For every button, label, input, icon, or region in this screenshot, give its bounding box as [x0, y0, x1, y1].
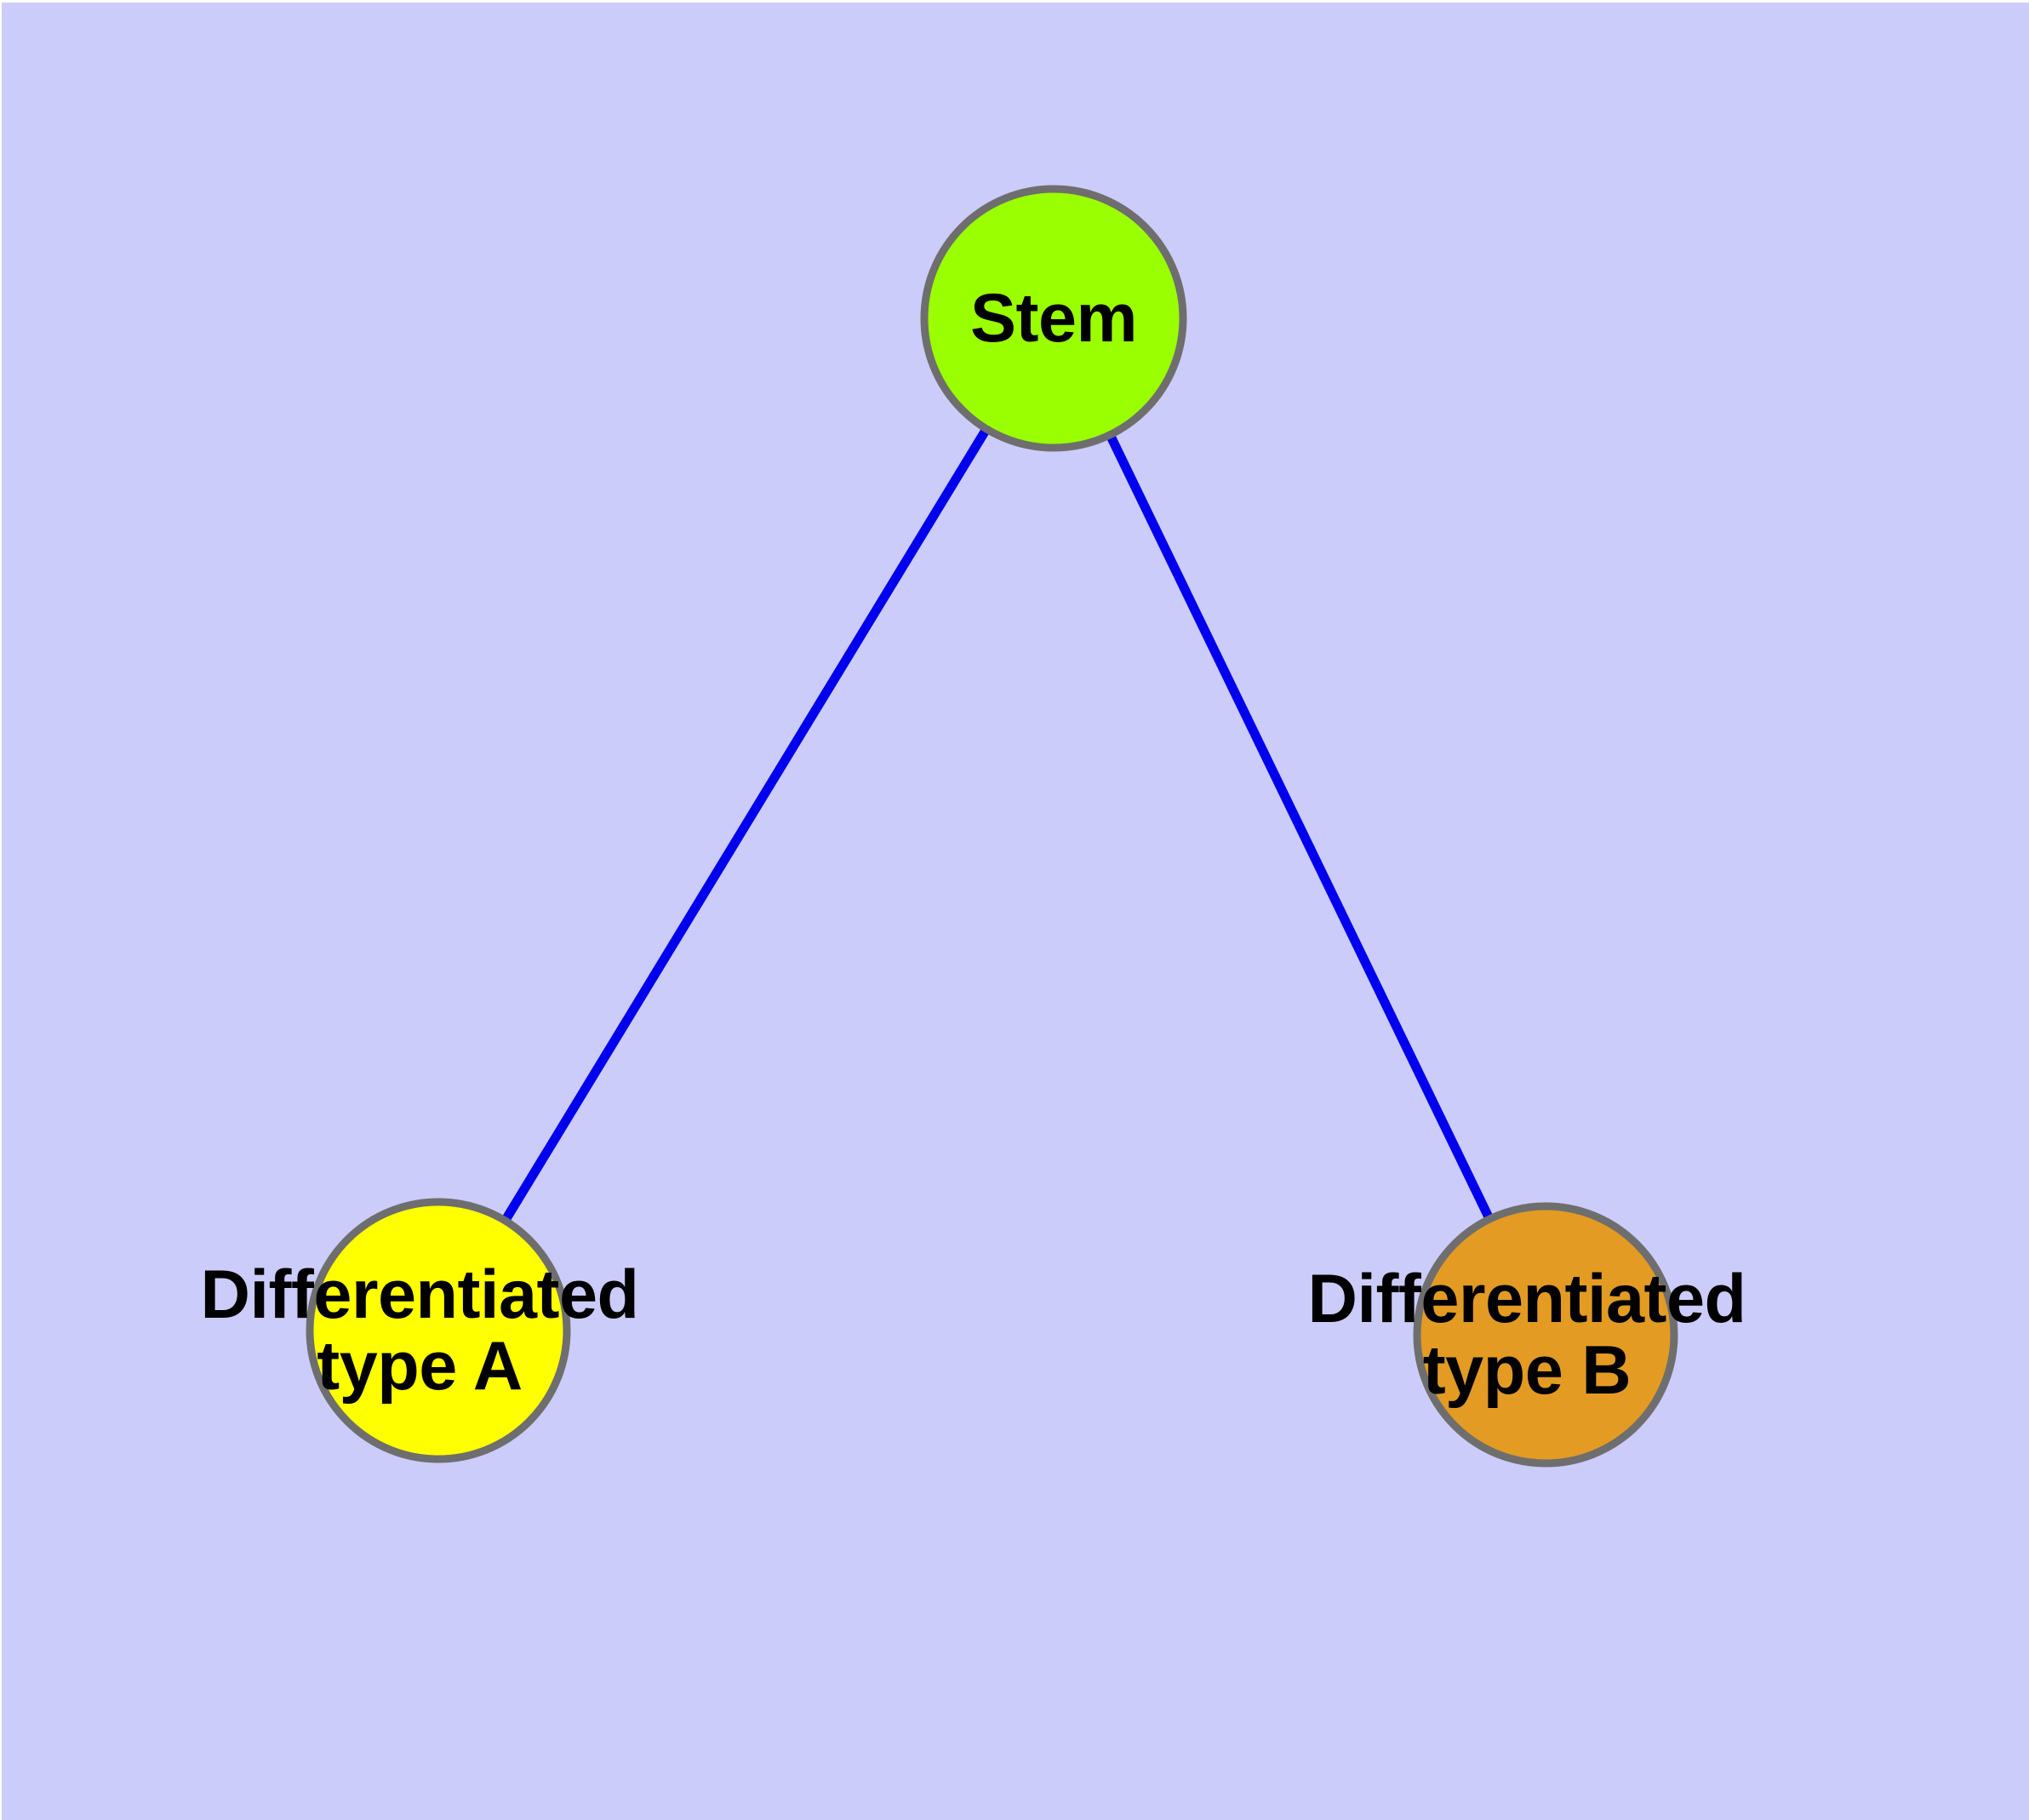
graph-node-diff_a[interactable] [306, 1198, 571, 1463]
graph-edge [434, 316, 1058, 1333]
graph-node-diff_b[interactable] [1413, 1202, 1678, 1468]
graph-node-stem[interactable] [920, 185, 1187, 452]
graph-edge [1049, 316, 1550, 1337]
edge-layer [434, 316, 1550, 1337]
node-layer [306, 185, 1678, 1468]
